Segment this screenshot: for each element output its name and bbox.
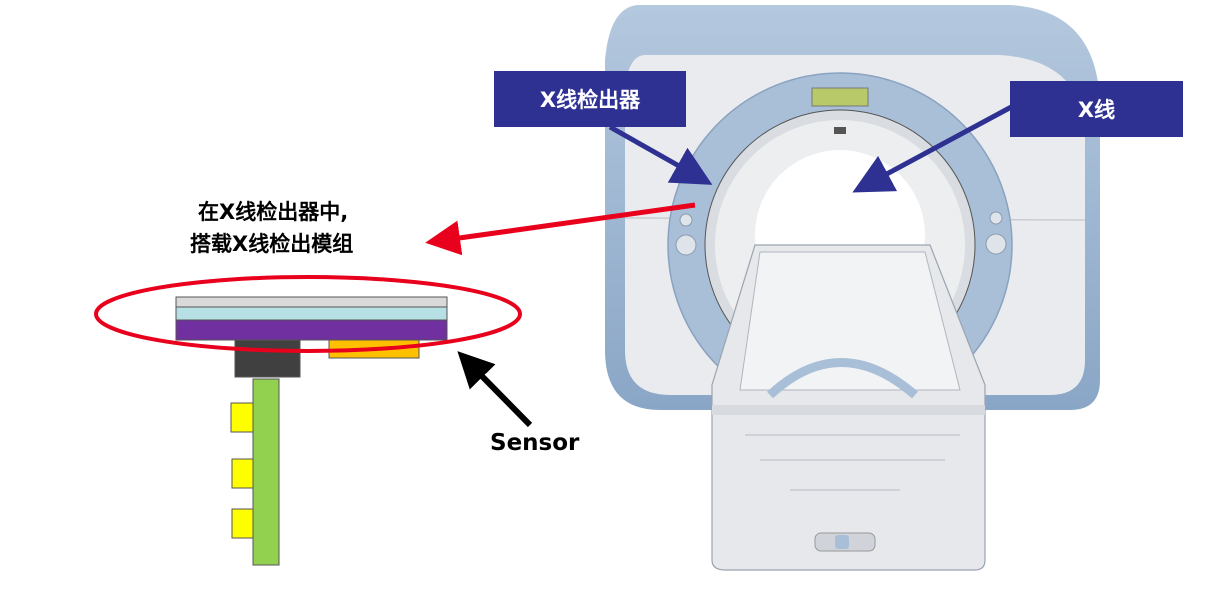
connector-chip bbox=[234, 339, 301, 378]
detector-arrow bbox=[608, 124, 713, 185]
top-layer-gray bbox=[175, 296, 448, 308]
component-1 bbox=[230, 402, 254, 433]
caption-line-1: 在X线检出器中, bbox=[198, 200, 349, 224]
sensor-arrow bbox=[457, 351, 533, 428]
caption-line-2: 搭载X线检出模组 bbox=[190, 232, 354, 256]
xray-arrow bbox=[852, 102, 1017, 193]
ct-scanner-image bbox=[605, 5, 1100, 571]
sensor-label: Sensor bbox=[490, 430, 580, 456]
callout-red-arrow bbox=[425, 202, 696, 256]
photodiode-layer bbox=[175, 319, 448, 341]
xray-label: X线 bbox=[1010, 81, 1183, 137]
circuit-board bbox=[252, 378, 280, 566]
highlight-ellipse bbox=[94, 275, 522, 353]
component-3 bbox=[231, 508, 254, 539]
detector-label: X线检出器 bbox=[494, 71, 686, 127]
component-2 bbox=[231, 458, 254, 489]
scintillator-layer bbox=[175, 306, 448, 321]
detector-module bbox=[175, 296, 448, 566]
